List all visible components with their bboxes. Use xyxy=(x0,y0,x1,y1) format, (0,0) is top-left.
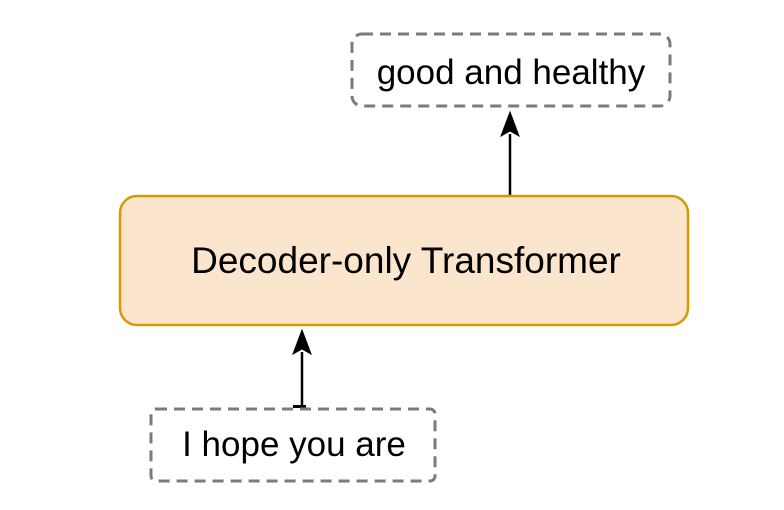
output-box-border xyxy=(350,32,672,108)
output-label: good and healthy xyxy=(377,53,646,92)
input-arrow-head xyxy=(292,328,312,356)
input-token-box: I hope you are xyxy=(149,407,437,483)
model-box: Decoder-only Transformer xyxy=(118,194,690,327)
output-arrow-head xyxy=(500,110,520,138)
output-token-box: good and healthy xyxy=(350,32,672,108)
output-arrow xyxy=(500,110,520,196)
input-arrow xyxy=(292,328,312,408)
input-box-border xyxy=(149,407,437,483)
model-box-shape xyxy=(118,194,690,327)
model-label: Decoder-only Transformer xyxy=(191,240,621,281)
input-label: I hope you are xyxy=(182,425,406,464)
